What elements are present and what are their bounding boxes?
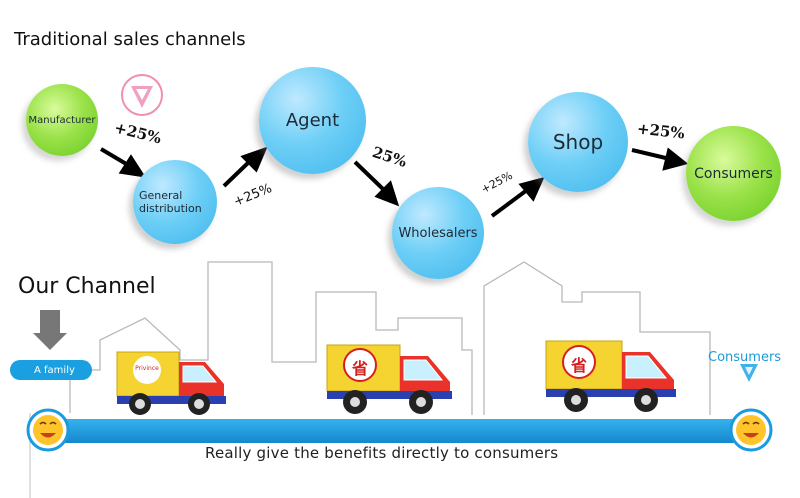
our-channel-heading: Our Channel xyxy=(18,274,156,299)
tagline: Really give the benefits directly to con… xyxy=(205,444,559,462)
node-manufacturer: Manufacturer xyxy=(26,84,98,156)
delivery-road xyxy=(40,419,760,443)
family-badge: A family xyxy=(10,360,92,380)
heart-badge-icon xyxy=(121,74,163,116)
traditional-heading: Traditional sales channels xyxy=(14,29,246,50)
node-wholesalers: Wholesalers xyxy=(392,187,484,279)
smiley-left-icon xyxy=(26,408,70,452)
our-consumers-label: Consumers xyxy=(708,350,782,365)
node-wholesalers-label: Wholesalers xyxy=(398,225,478,241)
node-general-distribution: General distribution xyxy=(133,160,217,244)
node-shop: Shop xyxy=(528,92,628,192)
node-consumers-label: Consumers xyxy=(694,165,773,182)
family-label: A family xyxy=(34,364,75,376)
truck-3-sign: 省 xyxy=(570,356,587,375)
truck-1-sign: Privince xyxy=(135,365,159,372)
truck-2-sign: 省 xyxy=(351,359,368,378)
drop-icon xyxy=(740,364,758,382)
delivery-truck-1 xyxy=(116,351,226,415)
delivery-truck-2 xyxy=(326,344,452,414)
delivery-truck-3 xyxy=(545,340,676,412)
smiley-right-icon xyxy=(729,408,773,452)
node-consumers: Consumers xyxy=(686,126,781,221)
node-agent: Agent xyxy=(259,67,366,174)
down-arrow-icon xyxy=(33,310,67,350)
node-manufacturer-label: Manufacturer xyxy=(28,114,96,126)
node-general-label: General distribution xyxy=(139,189,202,215)
flow-arrows xyxy=(99,146,689,218)
node-agent-label: Agent xyxy=(285,110,340,131)
node-shop-label: Shop xyxy=(552,130,604,154)
